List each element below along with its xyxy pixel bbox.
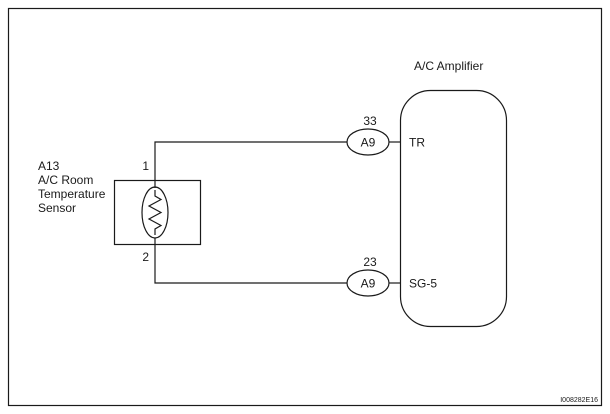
terminal-bottom-label: SG-5 xyxy=(409,277,437,291)
wire-bottom xyxy=(154,238,347,284)
wire-top xyxy=(154,141,347,188)
sensor-pin-1-label: 1 xyxy=(142,159,149,173)
sensor-label-line-3: Temperature xyxy=(38,187,106,201)
sensor-label-line-1: A13 xyxy=(38,159,60,173)
amplifier-outline xyxy=(399,89,508,328)
thermistor-zigzag-icon xyxy=(147,190,163,235)
thermistor-oval xyxy=(141,186,169,239)
connector-top-name: A9 xyxy=(361,136,376,150)
connector-oval-top xyxy=(346,128,390,156)
sensor-pin-2-label: 2 xyxy=(142,250,149,264)
sensor-box xyxy=(113,179,202,246)
diagram-frame xyxy=(7,7,603,407)
connector-top-pin-number: 33 xyxy=(363,114,377,128)
sensor-label-line-2: A/C Room xyxy=(38,173,93,187)
amplifier-label: A/C Amplifier xyxy=(414,59,483,73)
connector-oval-bottom xyxy=(346,269,390,297)
connector-bottom-name: A9 xyxy=(361,277,376,291)
connector-bottom-pin-number: 23 xyxy=(363,255,377,269)
doc-id-label: I008282E16 xyxy=(560,397,598,404)
terminal-top-label: TR xyxy=(409,136,425,150)
sensor-label-line-4: Sensor xyxy=(38,201,76,215)
